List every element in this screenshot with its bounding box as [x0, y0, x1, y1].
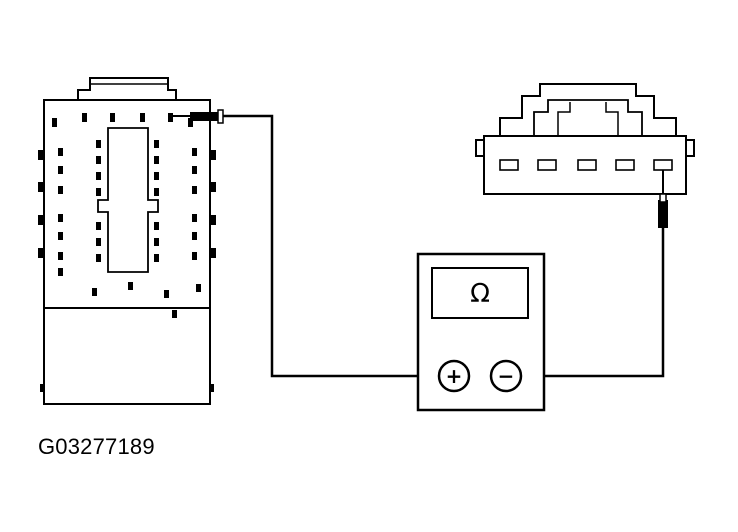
negative-lead-wire — [522, 228, 665, 378]
module-pins — [52, 113, 201, 318]
test-leads — [223, 114, 665, 378]
positive-terminal — [437, 359, 471, 393]
meter-display — [431, 267, 529, 319]
positive-lead-wire — [223, 114, 436, 378]
connector-probe — [658, 170, 668, 228]
figure-id-label: G03277189 — [38, 434, 155, 459]
module-side-notches — [38, 150, 216, 392]
negative-terminal-symbol: − — [498, 364, 515, 388]
negative-terminal — [489, 359, 523, 393]
positive-terminal-symbol: + — [446, 364, 463, 388]
ohmmeter: Ω + − — [416, 252, 546, 412]
component-connector — [475, 83, 695, 195]
connector-terminals — [499, 159, 673, 171]
module-top-tab — [77, 77, 177, 101]
module-connector-cavity — [97, 127, 159, 273]
control-module — [38, 77, 216, 405]
meter-display-symbol: Ω — [470, 279, 490, 309]
